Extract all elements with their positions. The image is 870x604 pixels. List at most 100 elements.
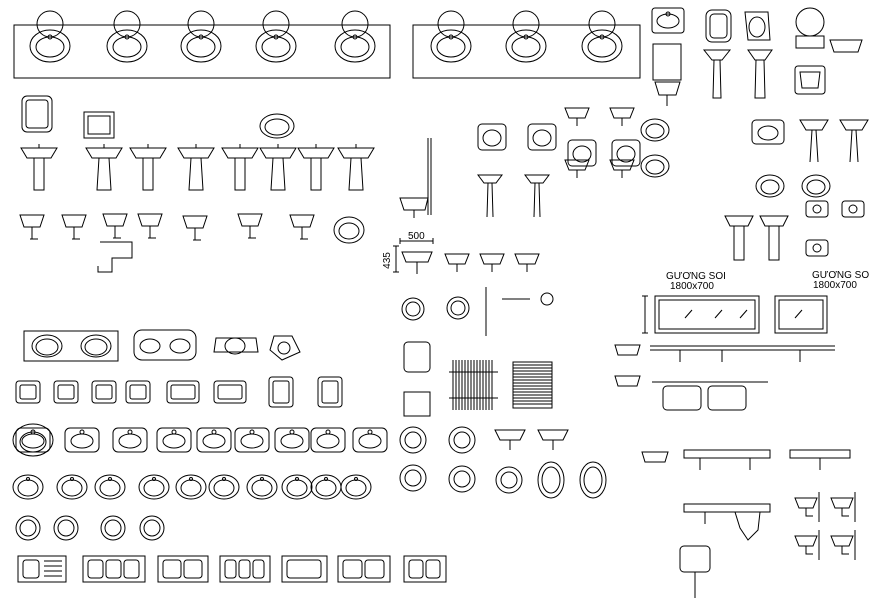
mirror-1800x700-right (775, 296, 827, 333)
counter-basin (335, 11, 375, 62)
wall-basin-plan-top (652, 8, 862, 52)
counter-sink-elevation (495, 430, 525, 450)
round-basin-plan (13, 424, 53, 456)
basin-plan-icon (157, 428, 191, 452)
basin-side-elevations (20, 214, 364, 272)
towel-bar (486, 287, 553, 336)
basin-plan-icon (16, 381, 40, 403)
pedestal-basin (222, 144, 258, 190)
sink-plan (158, 556, 208, 582)
mirror-icons (22, 96, 114, 138)
round-basin-plan (496, 467, 522, 493)
double-vanity-plan (24, 330, 300, 361)
basin-side-view (183, 216, 207, 240)
basin-plan-icon (214, 381, 246, 403)
mirror-label-left-name: GƯƠNG SOI (666, 271, 726, 282)
sink-plan (338, 556, 390, 582)
basin-plan-icon (311, 475, 341, 499)
wall-sinks-bottom-right (642, 450, 850, 598)
pedestal-basin (86, 144, 122, 190)
basin-plan (568, 140, 596, 166)
basin-plan (752, 120, 784, 144)
basin-plan-icon (311, 428, 345, 452)
sink-plan (404, 556, 446, 582)
vanity-section-right (615, 345, 835, 410)
counter-basin (256, 11, 296, 62)
vanity-counter-three-basins (413, 11, 640, 78)
counter-basin (30, 11, 70, 62)
vanity-counter-five-basins (14, 11, 390, 78)
radiator-grille (449, 360, 552, 410)
basin-plan (478, 124, 506, 150)
pedestal-basins-row (21, 144, 374, 190)
basin-plan-icon (95, 475, 125, 499)
round-basin-plan (449, 427, 475, 453)
kitchen-sink-plans-row (18, 556, 446, 582)
oval-basin (802, 175, 830, 197)
basin-plan-icon (54, 516, 78, 540)
mirror-label-left-size: 1800x700 (670, 281, 714, 292)
basin-plan-icon (92, 381, 116, 403)
basin-plan-icon (167, 381, 199, 403)
sink-plan (83, 556, 145, 582)
sink-trap-detail (795, 530, 819, 560)
basin-plan-icon (126, 381, 150, 403)
basin-plan (528, 124, 556, 150)
wall-sink (610, 108, 634, 126)
pedestal-basin (260, 144, 296, 190)
pedestal-basin (130, 144, 166, 190)
basin-plan-icon (275, 428, 309, 452)
basin-plan-icon (235, 428, 269, 452)
basin-side-view (290, 215, 314, 239)
round-basin (447, 297, 469, 319)
wall-sink (610, 160, 634, 178)
dimension-height-label: 435 (381, 252, 393, 269)
wall-section (400, 138, 431, 218)
pedestal-basin (298, 144, 334, 190)
mirror-label-right-size: 1800x700 (813, 280, 857, 291)
sink-plan (220, 556, 270, 582)
basin-plan-icon (269, 377, 293, 407)
oval-basin (641, 155, 669, 177)
sink-trap-detail (831, 530, 855, 560)
basin-plan-icon (113, 428, 147, 452)
basin-side-view (138, 214, 162, 238)
basin-plan-icon (65, 428, 99, 452)
pedestal-basin (21, 144, 57, 190)
counter-basin (181, 11, 221, 62)
counter-basin (107, 11, 147, 62)
sink-plan (282, 556, 327, 582)
counter-basin (506, 11, 546, 62)
basin-side-view (238, 214, 262, 238)
basin-plan-icon (353, 428, 387, 452)
pedestal-basin (800, 120, 828, 162)
basin-plan-icon (54, 381, 78, 403)
basin-plan-icon (57, 475, 87, 499)
round-basin-plan (449, 466, 475, 492)
pedestal-basin-elevation-top (653, 44, 825, 106)
round-basin-plan (400, 427, 426, 453)
pedestal-basin (178, 144, 214, 190)
basin-plan (612, 140, 640, 166)
oval-basin (756, 175, 784, 197)
pedestal-basin (525, 175, 549, 217)
vanity-side (404, 342, 430, 416)
counter-basin (431, 11, 471, 62)
basin-side-view (62, 215, 86, 239)
mirror-label-right-name: GƯƠNG SOI (812, 270, 870, 281)
oval-basin-top (260, 114, 294, 138)
basin-plan-icon (176, 475, 206, 499)
sink-trap-detail (795, 492, 819, 522)
basin-plan-icon (209, 475, 239, 499)
wall-sink (515, 254, 539, 272)
dimension-width-label: 500 (408, 231, 425, 242)
wall-sink (445, 254, 469, 272)
drain-pipe (98, 242, 132, 272)
round-basin (402, 298, 424, 320)
counter-basin (582, 11, 622, 62)
basin-plan-icon (13, 475, 43, 499)
basin-side-view (103, 214, 127, 238)
wall-sink (565, 108, 589, 126)
sink-trap-detail (831, 492, 855, 522)
